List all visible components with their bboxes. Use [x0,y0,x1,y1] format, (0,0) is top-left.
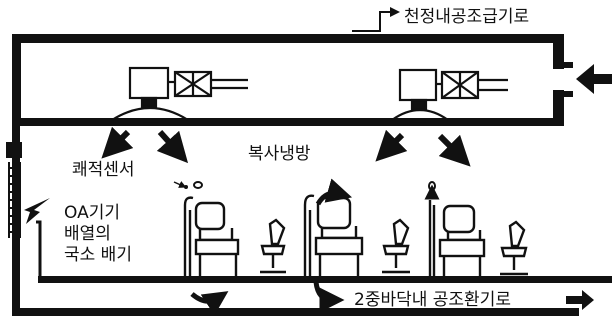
floor-duct-arrows [190,281,345,316]
ceiling-supply-pointer [352,7,400,32]
oa-exhaust-label-line2: 배열의 [64,224,111,244]
radiant-cooling-label: 복사냉방 [248,144,311,164]
task-ambient-arrows [315,178,440,206]
ceiling-supply-label: 천정내공조급기로 [404,7,530,27]
oa-exhaust-bracket [36,220,42,276]
comfort-sensor [173,181,203,189]
comfort-sensor-label: 쾌적센서 [72,160,135,180]
workstation-2 [303,194,410,276]
workstation-3 [428,200,528,276]
oa-exhaust-label-line1: OA기기 [64,203,120,223]
air-handling-unit-left [111,66,248,123]
workstation-1 [183,196,286,276]
floor-duct-outlet-arrow [566,290,594,310]
oa-exhaust-label-line3: 국소 배기 [64,245,132,265]
oa-exhaust-label: OA기기 배열의 국소 배기 [64,203,132,266]
ceiling-plenum [12,34,573,126]
air-handling-unit-right [391,68,508,123]
outside-air-intake-arrow [576,64,612,94]
floor-duct-label: 2중바닥내 공조환기로 [354,290,511,310]
wall-louvre [6,142,22,238]
oa-exhaust-arrow [24,198,50,224]
ceiling-diffuser-arrows [101,126,471,167]
room-walls [12,126,612,316]
